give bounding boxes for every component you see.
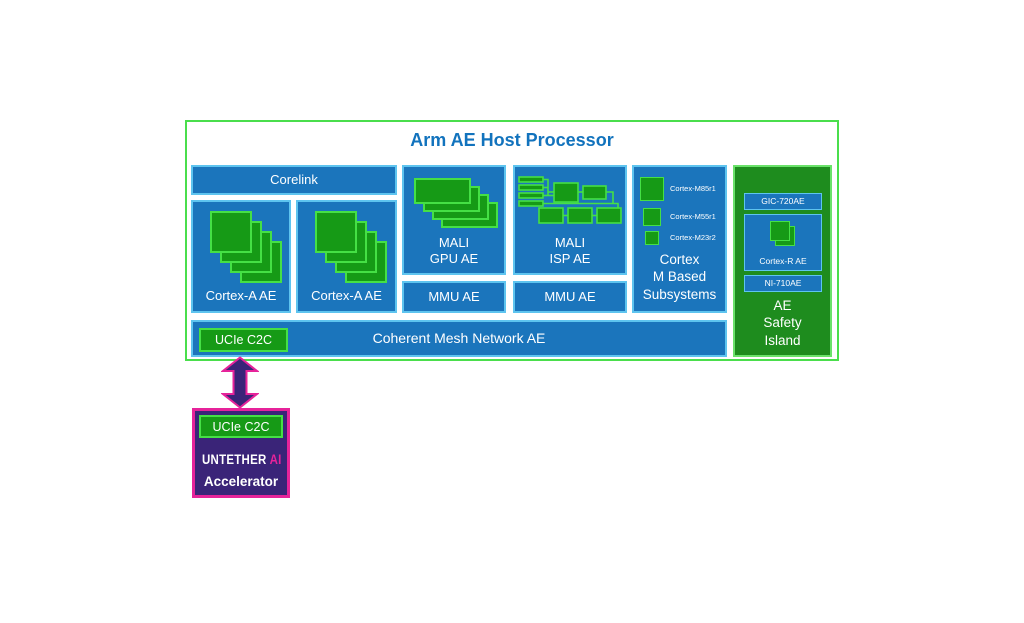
cortex-m55-label: Cortex-M55r1 (670, 212, 716, 222)
mmu-label: MMU AE (428, 289, 480, 305)
isp-pipeline-icon (518, 176, 622, 224)
ni-block: NI-710AE (744, 275, 822, 292)
mali-gpu-block: MALI GPU AE (402, 165, 506, 275)
cortex-r-label: Cortex-R AE (759, 255, 807, 266)
accel-ucie-c2c-label: UCIe C2C (212, 419, 270, 434)
gpu-stack-icon (414, 178, 499, 229)
cortex-m55-core-icon (643, 208, 661, 226)
ni-label: NI-710AE (764, 278, 802, 289)
cortex-m-row-2: Cortex-M55r1 (638, 208, 716, 226)
cortex-a-block-1: Cortex-A AE (191, 200, 291, 313)
cortex-a-label: Cortex-A AE (311, 288, 382, 304)
diagram-title: Arm AE Host Processor (410, 130, 614, 150)
core-stack-icon (315, 211, 387, 283)
cortex-r-stack-icon (770, 221, 795, 246)
cortex-r-block: Cortex-R AE (744, 214, 822, 271)
mali-isp-block: MALI ISP AE (513, 165, 627, 275)
cortex-a-label: Cortex-A AE (205, 288, 277, 304)
mesh-network-label: Coherent Mesh Network AE (372, 329, 546, 346)
mmu-block-2: MMU AE (513, 281, 627, 313)
mmu-label: MMU AE (544, 289, 596, 305)
accelerator-label: Accelerator (203, 474, 279, 489)
cortex-m-block: Cortex-M85r1 Cortex-M55r1 Cortex-M23r2 C… (632, 165, 727, 313)
cortex-m-row-3: Cortex-M23r2 (638, 231, 716, 245)
cortex-m-row-1: Cortex-M85r1 (638, 177, 716, 201)
accelerator-block: UCIe C2C UNTETHER AI Accelerator (192, 408, 290, 498)
cortex-m85-core-icon (640, 177, 664, 201)
gic-label: GIC-720AE (761, 196, 805, 207)
mali-isp-label: MALI ISP AE (549, 235, 591, 267)
cortex-m23-label: Cortex-M23r2 (670, 233, 716, 243)
untether-brand-text: UNTETHER (202, 452, 267, 467)
mali-gpu-label: MALI GPU AE (429, 235, 479, 267)
corelink-label: Corelink (270, 172, 318, 188)
mmu-block-1: MMU AE (402, 281, 506, 313)
accel-ucie-c2c-block: UCIe C2C (199, 415, 283, 438)
cortex-m-label: Cortex M Based Subsystems (642, 252, 717, 302)
host-ucie-c2c-block: UCIe C2C (199, 328, 288, 352)
cortex-m85-label: Cortex-M85r1 (670, 184, 716, 194)
safety-island-block: GIC-720AE Cortex-R AE NI-710AE AE Safety… (733, 165, 832, 357)
host-ucie-c2c-label: UCIe C2C (215, 333, 272, 347)
cortex-a-block-2: Cortex-A AE (296, 200, 397, 313)
core-stack-icon (210, 211, 282, 283)
gic-block: GIC-720AE (744, 193, 822, 210)
cortex-m23-core-icon (645, 231, 659, 245)
untether-brand-accent: AI (269, 452, 282, 467)
untether-brand: UNTETHER AI (195, 451, 287, 469)
mesh-network-block: Coherent Mesh Network AE UCIe C2C (191, 320, 727, 357)
safety-island-label: AE Safety Island (763, 298, 802, 348)
c2c-double-arrow-icon (221, 356, 259, 409)
corelink-block: Corelink (191, 165, 397, 195)
